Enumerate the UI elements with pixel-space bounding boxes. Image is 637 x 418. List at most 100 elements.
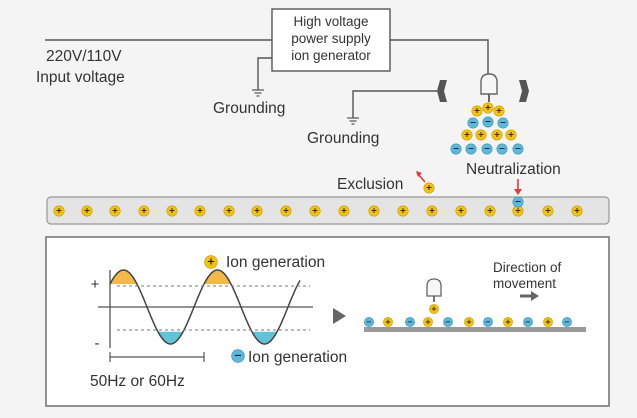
minus-ion-icon: − (231, 349, 245, 363)
small-emitter-icon (426, 278, 442, 302)
direction-label-line1: Direction of (493, 260, 562, 275)
plus-ion-icon: + (543, 317, 553, 327)
plus-ion-icon: + (383, 317, 393, 327)
moving-film-ions: +−+−+−+−+−+− (364, 304, 572, 327)
plus-ion-icon: + (194, 205, 206, 217)
svg-text:+: + (485, 102, 492, 112)
plus-ion-icon: + (464, 317, 474, 327)
svg-text:−: − (515, 196, 522, 206)
svg-text:−: − (407, 317, 413, 326)
svg-text:−: − (366, 317, 372, 326)
exclusion-arrow-icon (416, 171, 426, 183)
minus-ion-icon: − (450, 143, 462, 155)
plus-ion-icon: + (166, 205, 178, 217)
minus-ion-icon: − (496, 143, 508, 155)
right-electrode-bracket (519, 80, 529, 102)
legend-ions: +− (204, 255, 245, 363)
plus-ion-icon: + (471, 105, 483, 117)
svg-text:−: − (468, 143, 475, 153)
negative-trough-fill (252, 331, 277, 344)
svg-text:+: + (478, 129, 485, 139)
svg-text:+: + (508, 129, 515, 139)
grounding-label-2: Grounding (307, 130, 379, 147)
svg-text:+: + (505, 317, 511, 326)
grounding-label-1: Grounding (213, 100, 285, 117)
movement-arrow-icon (520, 291, 539, 301)
plus-ion-icon: + (338, 205, 350, 217)
plus-ion-icon: + (423, 182, 435, 194)
plus-ion-icon: + (475, 129, 487, 141)
minus-ion-icon: − (467, 117, 479, 129)
svg-text:+: + (496, 105, 503, 115)
plus-ion-icon: + (204, 255, 218, 269)
minus-ion-icon: − (497, 117, 509, 129)
svg-text:+: + (385, 317, 391, 326)
ion-generation-box (45, 236, 610, 407)
frequency-label: 50Hz or 60Hz (90, 373, 185, 390)
plus-ion-icon: + (503, 317, 513, 327)
svg-text:+: + (474, 105, 481, 115)
minus-ion-icon: − (512, 143, 524, 155)
plus-ion-icon: + (571, 205, 583, 217)
minus-ion-icon: − (512, 196, 524, 208)
plus-ion-icon: + (251, 205, 263, 217)
left-electrode-bracket (437, 80, 447, 102)
ion-emitter-icon (480, 73, 498, 102)
svg-text:−: − (485, 116, 492, 126)
supply-label-line3: ion generator (291, 48, 371, 63)
svg-text:+: + (254, 205, 261, 215)
negative-ion-generation-label: Ion generation (248, 349, 347, 366)
ground-wire-2 (352, 90, 437, 118)
svg-text:+: + (169, 205, 176, 215)
minus-ion-icon: − (523, 317, 533, 327)
plus-ion-icon: + (461, 129, 473, 141)
svg-text:+: + (458, 205, 465, 215)
minus-ion-icon: − (483, 317, 493, 327)
svg-text:−: − (500, 117, 507, 127)
supply-label-line2: power supply (291, 31, 371, 46)
svg-text:−: − (525, 317, 531, 326)
plus-ion-icon: + (280, 205, 292, 217)
film-ions: +++++++++++++++++++− (53, 196, 583, 217)
svg-text:+: + (312, 205, 319, 215)
positive-ion-generation-label: Ion generation (226, 254, 325, 271)
svg-text:−: − (445, 317, 451, 326)
svg-text:+: + (425, 317, 431, 326)
svg-text:+: + (197, 205, 204, 215)
neutralization-label: Neutralization (466, 161, 561, 178)
plus-ion-icon: + (223, 205, 235, 217)
negative-trough-fill (158, 331, 183, 344)
svg-text:−: − (234, 351, 242, 362)
plus-ion-icon: + (429, 304, 439, 314)
neutralization-arrow-icon (514, 179, 522, 195)
svg-text:+: + (112, 205, 119, 215)
svg-text:−: − (470, 117, 477, 127)
charged-film (46, 196, 610, 225)
svg-text:−: − (484, 143, 491, 153)
minus-ion-icon: − (481, 143, 493, 155)
minus-ion-icon: − (562, 317, 572, 327)
svg-text:+: + (341, 205, 348, 215)
svg-text:+: + (574, 205, 581, 215)
svg-text:+: + (371, 205, 378, 215)
plus-ion-icon: + (484, 205, 496, 217)
svg-text:+: + (429, 205, 436, 215)
svg-text:+: + (207, 257, 215, 268)
ion-cone: +++−−−++++−−−−− (450, 102, 524, 155)
minus-ion-icon: − (482, 116, 494, 128)
plus-ion-icon: + (455, 205, 467, 217)
svg-text:+: + (464, 129, 471, 139)
svg-text:+: + (426, 182, 433, 192)
svg-text:+: + (84, 205, 91, 215)
svg-text:+: + (431, 304, 437, 313)
svg-text:+: + (141, 205, 148, 215)
plus-axis-label: + (91, 276, 100, 293)
plus-ion-icon: + (109, 205, 121, 217)
positive-peak-fill (110, 270, 137, 285)
plus-ion-icon: + (423, 317, 433, 327)
plus-ion-icon: + (53, 205, 65, 217)
minus-ion-icon: − (465, 143, 477, 155)
plus-ion-icon: + (368, 205, 380, 217)
sine-wave-line (109, 269, 301, 345)
